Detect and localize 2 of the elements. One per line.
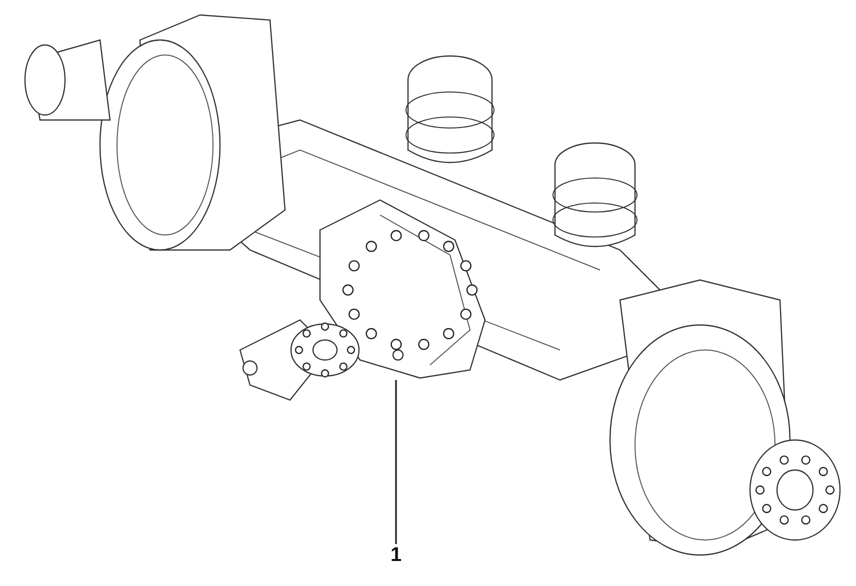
callout-number: 1 <box>386 544 406 566</box>
leader-line <box>395 380 397 544</box>
